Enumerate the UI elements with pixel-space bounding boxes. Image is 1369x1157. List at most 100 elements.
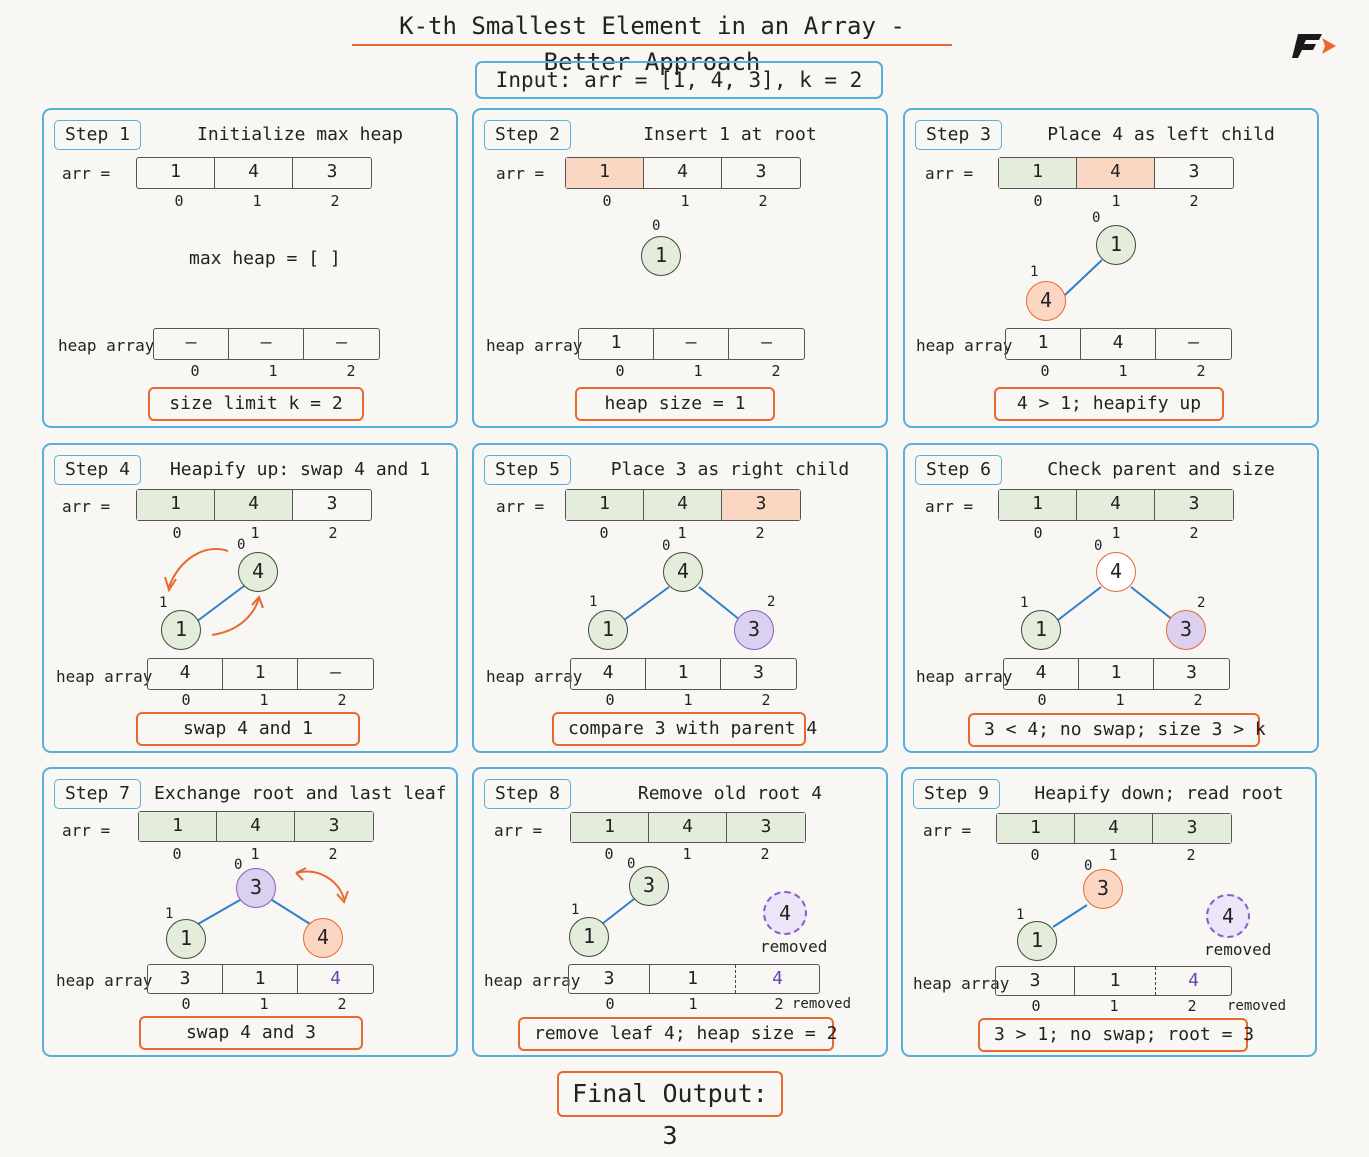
arr-label: arr = xyxy=(62,164,111,183)
index-label: 0 xyxy=(172,524,182,542)
heap-array: 4 1 – xyxy=(147,658,374,690)
arr-cell: 4 xyxy=(1075,814,1153,843)
node-index: 1 xyxy=(589,594,598,610)
index-label: 2 xyxy=(328,845,338,863)
arr-cell: 3 xyxy=(326,161,338,182)
index-label: 1 xyxy=(693,362,703,380)
arr-array: 1 4 3 xyxy=(565,157,801,189)
heap-cell: 1 xyxy=(646,659,721,689)
index-label: 1 xyxy=(688,995,698,1013)
index-label: 1 xyxy=(680,192,690,210)
heap-cell: 4 xyxy=(330,968,341,989)
heap-label: heap array xyxy=(56,667,153,686)
arr-cell: 3 xyxy=(1155,490,1233,520)
heap-label: heap array xyxy=(56,971,153,990)
heap-cell: 3 xyxy=(1186,662,1197,683)
status-box: swap 4 and 3 xyxy=(139,1016,363,1050)
heap-array: 3 1 4 xyxy=(568,964,820,994)
node-index: 0 xyxy=(237,537,246,553)
heap-node: 4 xyxy=(1096,552,1136,592)
index-label: 2 xyxy=(346,362,356,380)
index-label: 2 xyxy=(1187,997,1197,1015)
index-label: 0 xyxy=(1040,362,1050,380)
index-label: 0 xyxy=(1030,846,1040,864)
heap-node: 1 xyxy=(641,236,681,276)
index-label: 0 xyxy=(604,845,614,863)
index-label: 1 xyxy=(1109,997,1119,1015)
heap-node: 3 xyxy=(1083,869,1123,909)
heap-label: heap array xyxy=(913,974,1010,993)
heap-node: 1 xyxy=(166,919,206,959)
heap-array: 4 1 3 xyxy=(1003,658,1230,690)
arr-label: arr = xyxy=(496,497,545,516)
index-label: 0 xyxy=(190,362,200,380)
index-label: 2 xyxy=(771,362,781,380)
arr-cell: 1 xyxy=(997,814,1075,843)
node-index: 0 xyxy=(234,857,243,873)
arr-array: 1 4 3 xyxy=(136,489,372,521)
input-box: Input: arr = [1, 4, 3], k = 2 xyxy=(475,61,883,99)
heap-node: 3 xyxy=(236,868,276,908)
step-badge: Step 9 xyxy=(913,779,1001,809)
step-title: Remove old root 4 xyxy=(637,783,823,804)
arr-label: arr = xyxy=(496,164,545,183)
heap-cell: – xyxy=(330,662,341,683)
step-badge: Step 2 xyxy=(484,120,572,150)
index-label: 0 xyxy=(172,845,182,863)
heap-node: 4 xyxy=(1026,281,1066,321)
arr-cell: 4 xyxy=(644,490,722,520)
heap-cell: 1 xyxy=(650,965,736,993)
node-index: 2 xyxy=(767,594,776,610)
status-box: 3 < 4; no swap; size 3 > k xyxy=(968,713,1266,747)
arr-cell: 1 xyxy=(566,490,644,520)
index-label: 2 xyxy=(1189,524,1199,542)
node-index: 0 xyxy=(652,218,661,234)
step-badge: Step 3 xyxy=(915,120,1003,150)
index-label: 0 xyxy=(602,192,612,210)
arr-cell: 3 xyxy=(722,490,800,520)
heap-node: 1 xyxy=(1096,225,1136,265)
arr-label: arr = xyxy=(62,821,111,840)
node-index: 0 xyxy=(1092,210,1101,226)
removed-index-label: removed xyxy=(1227,998,1287,1014)
heap-cell: 3 xyxy=(996,967,1075,995)
arr-cell: 3 xyxy=(1188,161,1200,182)
heap-array: 3 1 4 xyxy=(147,964,374,994)
arr-cell: 4 xyxy=(1077,490,1155,520)
index-label: 0 xyxy=(605,691,615,709)
step-4-panel: Step 4 Heapify up: swap 4 and 1 arr = 1 … xyxy=(42,443,458,753)
heap-cell: 1 xyxy=(579,329,654,359)
heap-label: heap array xyxy=(486,336,583,355)
heap-cell: 3 xyxy=(148,965,223,993)
index-label: 1 xyxy=(250,845,260,863)
index-label: 0 xyxy=(599,524,609,542)
index-label: 1 xyxy=(683,691,693,709)
index-label: 0 xyxy=(1033,192,1043,210)
arr-cell: 3 xyxy=(1153,814,1231,843)
index-label: 2 xyxy=(755,524,765,542)
heap-cell: – xyxy=(1188,332,1199,353)
heap-node: 4 xyxy=(238,552,278,592)
heap-label: heap array xyxy=(58,336,155,355)
step-title: Place 4 as left child xyxy=(1047,124,1275,145)
index-label: 2 xyxy=(328,524,338,542)
index-label: 2 xyxy=(774,995,784,1013)
max-heap-note: max heap = [ ] xyxy=(189,248,341,269)
arr-cell: 3 xyxy=(727,813,805,842)
heap-node: 3 xyxy=(1166,610,1206,650)
node-index: 0 xyxy=(662,538,671,554)
arr-cell: 4 xyxy=(1077,158,1155,188)
index-label: 2 xyxy=(337,995,347,1013)
heap-label: heap array xyxy=(486,667,583,686)
arr-array: 1 4 3 xyxy=(570,812,806,843)
node-index: 1 xyxy=(159,595,168,611)
arr-array: 1 4 3 xyxy=(998,157,1234,189)
